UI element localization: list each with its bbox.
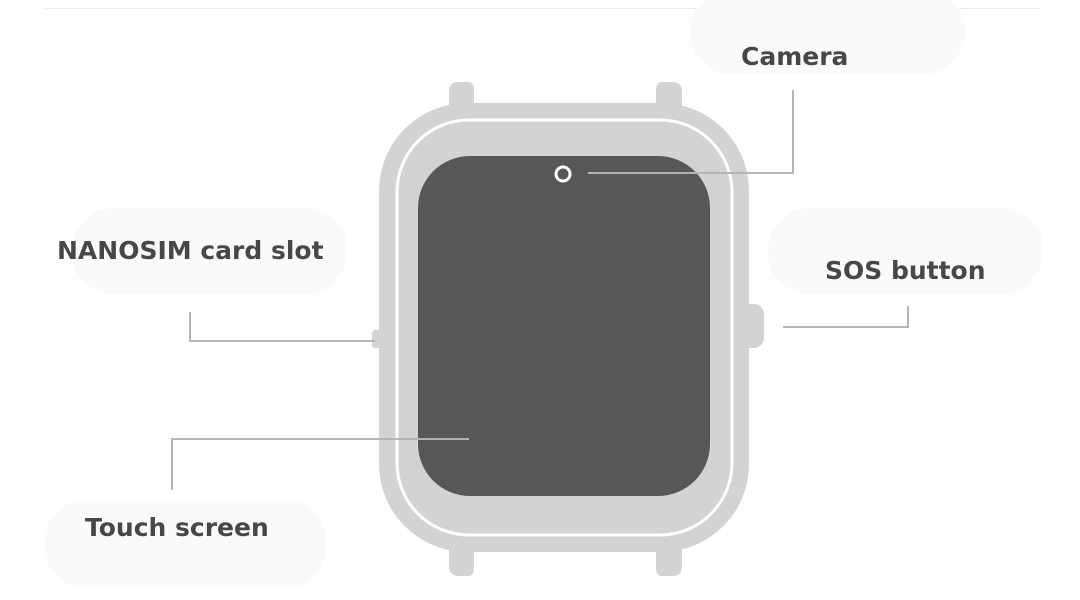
sos-label-bubble [768, 208, 1043, 294]
touch-screen-display [418, 156, 710, 496]
nanosim-label-bubble [72, 208, 347, 294]
watch-bezel-outline [395, 118, 734, 537]
camera-label-bubble [690, 0, 965, 74]
touch-screen-label: Touch screen [85, 513, 269, 542]
camera-lens-icon [554, 165, 572, 183]
nanosim-leader-line [189, 312, 375, 342]
camera-label: Camera [741, 42, 849, 71]
nanosim-card-slot-label: NANOSIM card slot [57, 236, 324, 265]
sos-leader-line [783, 306, 909, 328]
touch-leader-line [171, 438, 469, 490]
sos-button-label: SOS button [825, 256, 986, 285]
touch-label-bubble [44, 500, 326, 588]
camera-leader-line [588, 90, 794, 174]
top-divider [45, 8, 1040, 9]
